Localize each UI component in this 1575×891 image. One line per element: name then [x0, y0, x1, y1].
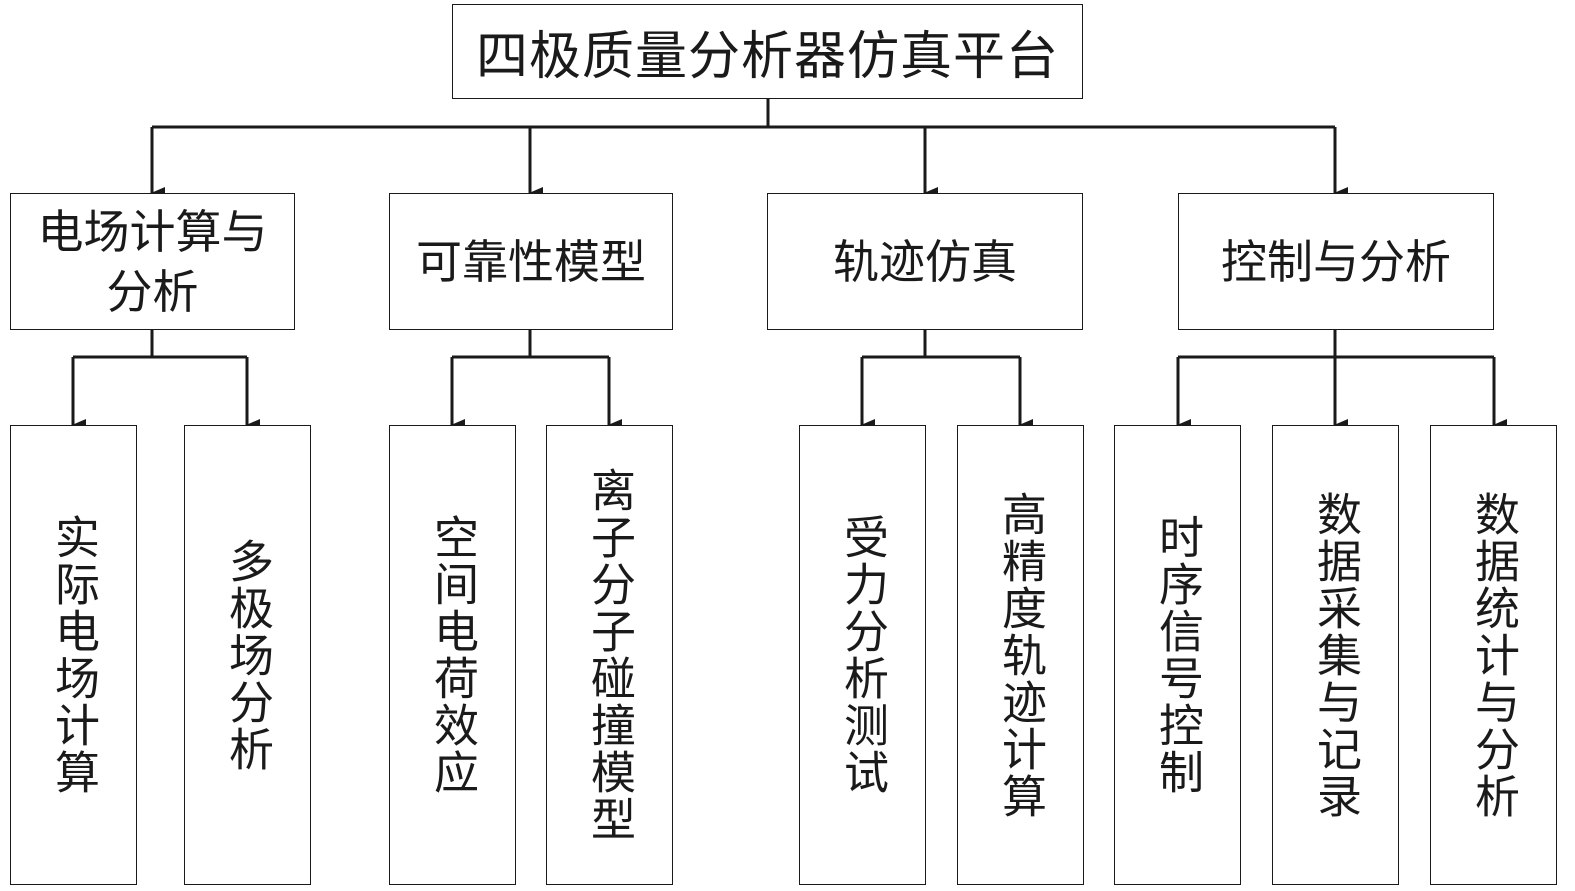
leaf-timing-signal-control: 时序信号控制 [1114, 425, 1241, 885]
leaf-force-analysis-test: 受力分析测试 [799, 425, 926, 885]
module-trajectory-simulation: 轨迹仿真 [767, 193, 1083, 330]
module-reliability-model: 可靠性模型 [389, 193, 673, 330]
leaf-multipole-field-analysis: 多极场分析 [184, 425, 311, 885]
module-control-analysis: 控制与分析 [1178, 193, 1494, 330]
module-field-calculation: 电场计算与分析 [10, 193, 295, 330]
leaf-data-statistics-analysis: 数据统计与分析 [1430, 425, 1557, 885]
leaf-ion-molecule-collision-model: 离子分子碰撞模型 [546, 425, 673, 885]
root-node: 四极质量分析器仿真平台 [452, 4, 1083, 99]
leaf-high-precision-trajectory: 高精度轨迹计算 [957, 425, 1084, 885]
leaf-actual-field-calculation: 实际电场计算 [10, 425, 137, 885]
leaf-space-charge-effect: 空间电荷效应 [389, 425, 516, 885]
leaf-data-acquisition-recording: 数据采集与记录 [1272, 425, 1399, 885]
